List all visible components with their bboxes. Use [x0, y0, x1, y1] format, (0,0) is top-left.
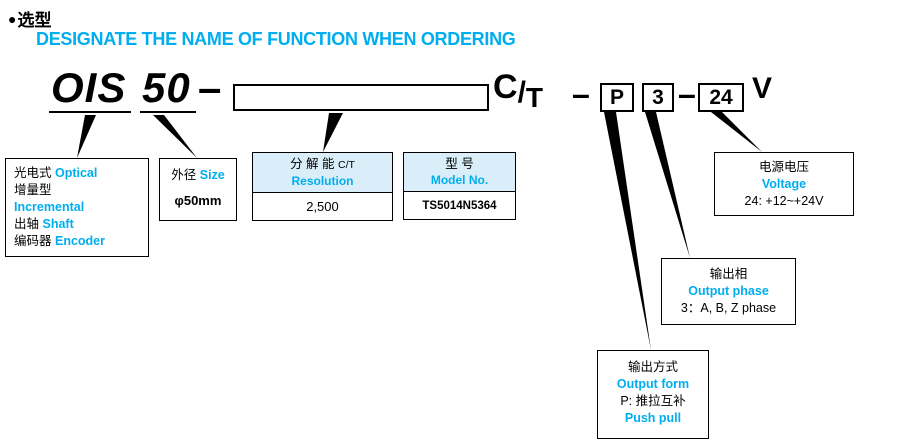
code-size: 50: [140, 66, 196, 113]
form-value-cn: P: 推拉互补: [620, 394, 686, 408]
connector-resolution: [323, 113, 343, 152]
resolution-header-line: 分 解 能 C/T: [253, 156, 392, 173]
type-line-optical: 光电式 Optical: [14, 165, 140, 182]
type-optical-cn: 光电式: [14, 166, 55, 180]
voltage-title-en: Voltage: [761, 177, 807, 191]
phase-title-cn: 输出相: [709, 267, 748, 281]
connector-voltage: [711, 112, 762, 152]
ct-slash: /: [517, 76, 526, 109]
type-shaft-en: Shaft: [42, 217, 74, 231]
connector-type: [77, 115, 96, 158]
code-ct-label: C/T: [493, 68, 543, 114]
size-label-en: Size: [199, 168, 225, 182]
code-dash-2: –: [572, 76, 590, 112]
size-value: φ50mm: [174, 193, 222, 208]
connector-output-form: [604, 112, 651, 350]
type-incremental-cn: 增量型: [14, 183, 52, 197]
type-encoder-cn: 编码器: [14, 234, 55, 248]
type-shaft-cn: 出轴: [14, 217, 43, 231]
resolution-value: 2,500: [306, 199, 339, 214]
form-value-en: Push pull: [624, 411, 682, 425]
resolution-header-cn: 分 解 能: [290, 157, 338, 171]
code-dash-3: –: [678, 76, 696, 112]
callout-form: 输出方式 Output form P: 推拉互补 Push pull: [597, 350, 709, 439]
ordering-instruction: DESIGNATE THE NAME OF FUNCTION WHEN ORDE…: [36, 29, 516, 49]
voltage-value: 24: +12~+24V: [744, 194, 824, 208]
resolution-header-en: Resolution: [291, 174, 354, 188]
callout-resolution: 分 解 能 C/T Resolution 2,500: [252, 152, 393, 221]
code-series: OIS: [49, 66, 132, 113]
bullet-icon: ●: [8, 11, 17, 27]
model-header-en: Model No.: [430, 173, 489, 187]
section-title-text: 选型: [17, 11, 52, 30]
callout-phase: 输出相 Output phase 3：A, B, Z phase: [661, 258, 796, 325]
voltage-title-cn: 电源电压: [758, 160, 809, 174]
resolution-header: 分 解 能 C/T Resolution: [253, 153, 392, 193]
form-title-en: Output form: [616, 377, 690, 391]
type-encoder-en: Encoder: [54, 234, 105, 248]
model-header: 型 号 Model No.: [404, 153, 515, 192]
section-title: ●选型: [8, 6, 51, 31]
type-optical-en: Optical: [54, 166, 98, 180]
code-form-box: P: [600, 83, 634, 112]
callout-voltage: 电源电压 Voltage 24: +12~+24V: [714, 152, 854, 216]
ct-t: T: [525, 82, 544, 113]
model-value: TS5014N5364: [422, 200, 497, 212]
phase-value: 3：A, B, Z phase: [680, 301, 777, 315]
connector-output-phase: [645, 112, 690, 258]
code-resolution-blank-box: [233, 84, 489, 111]
callout-model: 型 号 Model No. TS5014N5364: [403, 152, 516, 220]
size-label: 外径 Size: [160, 167, 236, 184]
code-phase-box: 3: [642, 83, 674, 112]
code-volt-unit: V: [752, 72, 773, 105]
type-incremental-en: Incremental: [14, 200, 85, 214]
connector-size: [153, 115, 197, 158]
size-label-cn: 外径: [171, 168, 200, 182]
form-title-cn: 输出方式: [627, 360, 678, 374]
callout-type: 光电式 Optical 增量型 Incremental 出轴 Shaft 编码器…: [5, 158, 149, 257]
ct-c: C: [493, 68, 518, 106]
resolution-header-ct: C/T: [338, 159, 355, 171]
phase-title-en: Output phase: [688, 284, 769, 298]
callout-size: 外径 Size φ50mm: [159, 158, 237, 221]
code-dash-1: –: [198, 64, 222, 111]
type-line-shaft: 出轴 Shaft: [14, 216, 140, 233]
model-header-cn: 型 号: [445, 157, 474, 171]
type-line-encoder: 编码器 Encoder: [14, 233, 140, 250]
code-voltage-box: 24: [698, 83, 744, 112]
